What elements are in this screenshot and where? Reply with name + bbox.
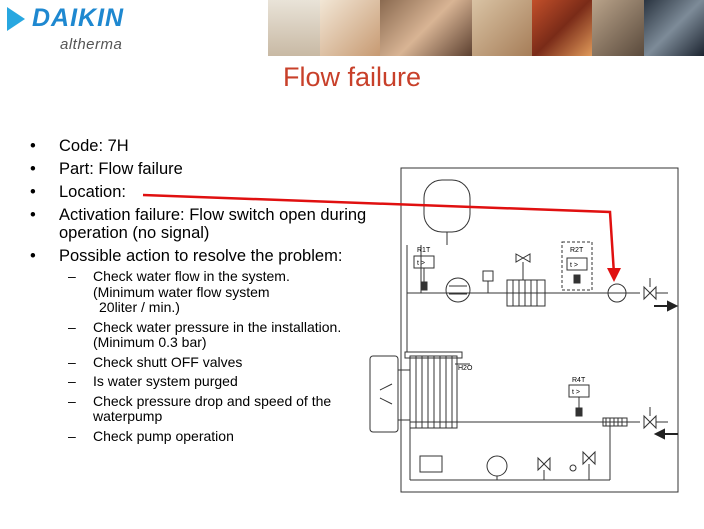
bullet-action: Possible action to resolve the problem: … (30, 247, 370, 444)
action-item: Check shutt OFF valves (64, 354, 375, 371)
bullet-location: Location: (30, 183, 370, 201)
purge-valve-icon (515, 253, 531, 263)
action-list: Check water flow in the system. (Minimum… (64, 268, 375, 445)
page-title: Flow failure (282, 62, 422, 92)
label-r4t: R4T (572, 377, 586, 384)
action-item: Is water system purged (64, 373, 375, 390)
header-banner-image (268, 0, 704, 56)
arrow-head-icon (607, 268, 621, 282)
action-item: Check pump operation (64, 428, 375, 445)
bullet-code: Code: 7H (30, 137, 370, 155)
label-r1t: R1T (417, 247, 431, 254)
info-list: Code: 7H Part: Flow failure Location: Ac… (30, 137, 370, 449)
backup-heater-icon (506, 279, 546, 307)
action-item: Check water pressure in the installation… (64, 319, 375, 351)
filter-icon (602, 417, 628, 427)
unit-outline (400, 167, 679, 493)
brand-logo: DAIKIN (32, 4, 125, 32)
label-r2t: R2T (570, 247, 584, 254)
flow-switch-icon (607, 283, 627, 303)
brand-sub: altherma (60, 36, 123, 53)
location-pointer-arrow (142, 193, 616, 275)
water-pump-icon (445, 277, 471, 303)
bullet-part: Part: Flow failure (30, 160, 370, 178)
label-t1: t > (417, 260, 425, 267)
outdoor-coil-icon (369, 355, 399, 433)
tank-icon (486, 455, 508, 477)
outlet-valve-icon (643, 285, 657, 301)
label-t2: t > (570, 262, 578, 269)
label-t4: t > (572, 389, 580, 396)
inlet-valve-icon (643, 414, 657, 430)
action-item: Check water flow in the system. (Minimum… (64, 268, 375, 316)
bullet-activation: Activation failure: Flow switch open dur… (30, 206, 370, 242)
action-heading: Possible action to resolve the problem: (59, 247, 343, 265)
label-h2o: H2O (458, 365, 473, 372)
action-item: Check pressure drop and speed of the wat… (64, 393, 375, 425)
